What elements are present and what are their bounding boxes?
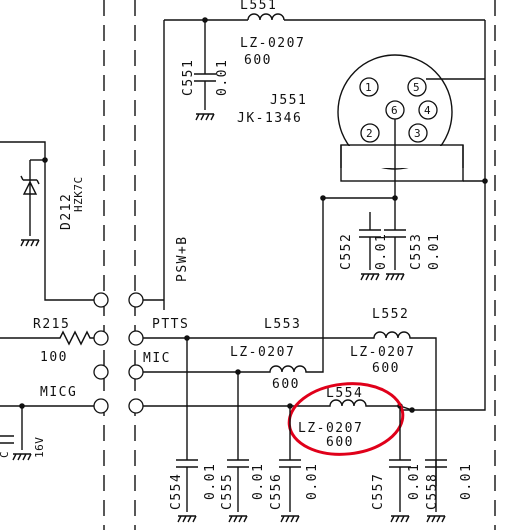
d212-zener-diode	[20, 159, 45, 247]
d212-ref: D212	[59, 193, 74, 230]
c554-ref: C554	[169, 473, 184, 510]
c558-capacitor	[425, 459, 447, 523]
c553-ref: C553	[409, 233, 424, 270]
j551-pin-2: 2	[366, 127, 373, 140]
c556-ref: C556	[269, 473, 284, 510]
c554-capacitor	[176, 338, 198, 523]
l552-value: 600	[372, 361, 400, 376]
c557-value: 0.01	[407, 463, 422, 500]
left-cap-value: 16V	[33, 437, 46, 458]
c555-ref: C555	[220, 473, 235, 510]
l554-value: 600	[326, 435, 354, 450]
c556-value: 0.01	[305, 463, 320, 500]
l554-part: LZ-0207	[298, 421, 363, 436]
j551-pin-4: 4	[424, 104, 431, 117]
l551-value: 600	[244, 53, 272, 68]
l553-inductor	[143, 340, 324, 373]
connector-pins	[93, 292, 144, 414]
c552-ref: C552	[339, 233, 354, 270]
j551-pin-1: 1	[365, 81, 372, 94]
l552-inductor	[323, 331, 437, 486]
c556-capacitor	[279, 406, 301, 523]
j551-pin-6: 6	[391, 104, 398, 117]
j551-ref: J551	[270, 93, 307, 108]
micg-label: MICG	[40, 385, 77, 400]
r215-resistor	[0, 330, 98, 346]
l551-ref: L551	[240, 0, 277, 13]
r215-value: 100	[40, 350, 68, 365]
c555-capacitor	[227, 372, 249, 523]
l553-part: LZ-0207	[230, 345, 295, 360]
c555-value: 0.01	[251, 463, 266, 500]
c553-value: 0.01	[427, 233, 442, 270]
l553-value: 600	[272, 377, 300, 392]
j551-connector	[337, 54, 464, 182]
c551-capacitor	[194, 17, 216, 121]
j551-pin-5: 5	[413, 81, 420, 94]
c551-ref: C551	[181, 59, 196, 96]
c552-value: 0.01	[374, 233, 389, 270]
left-capacitor	[0, 406, 32, 461]
mic-label: MIC	[143, 351, 171, 366]
c553-capacitor	[384, 229, 406, 281]
c552-capacitor	[359, 229, 381, 281]
c554-value: 0.01	[203, 463, 218, 500]
left-cap-ref: C	[0, 451, 11, 458]
l553-ref: L553	[264, 317, 301, 332]
c557-capacitor	[389, 406, 411, 523]
l552-part: LZ-0207	[350, 345, 415, 360]
r215-ref: R215	[33, 317, 70, 332]
l554-ref: L554	[326, 386, 363, 401]
c558-value: 0.01	[459, 463, 474, 500]
psw-label: PSW+B	[175, 235, 190, 282]
l551-inductor	[164, 13, 485, 21]
d212-part: HZK7C	[72, 176, 85, 212]
c557-ref: C557	[371, 473, 386, 510]
j551-pin-3: 3	[414, 127, 421, 140]
c558-ref: C558	[425, 473, 440, 510]
l551-part: LZ-0207	[240, 36, 305, 51]
l554-inductor	[290, 399, 413, 411]
right-bus-wire	[400, 20, 486, 411]
l552-ref: L552	[372, 307, 409, 322]
c551-value: 0.01	[215, 59, 230, 96]
ptts-label: PTTS	[152, 317, 189, 332]
j551-part: JK-1346	[237, 111, 302, 126]
d212-net-wire	[0, 141, 98, 301]
pin6-wire	[323, 119, 396, 199]
